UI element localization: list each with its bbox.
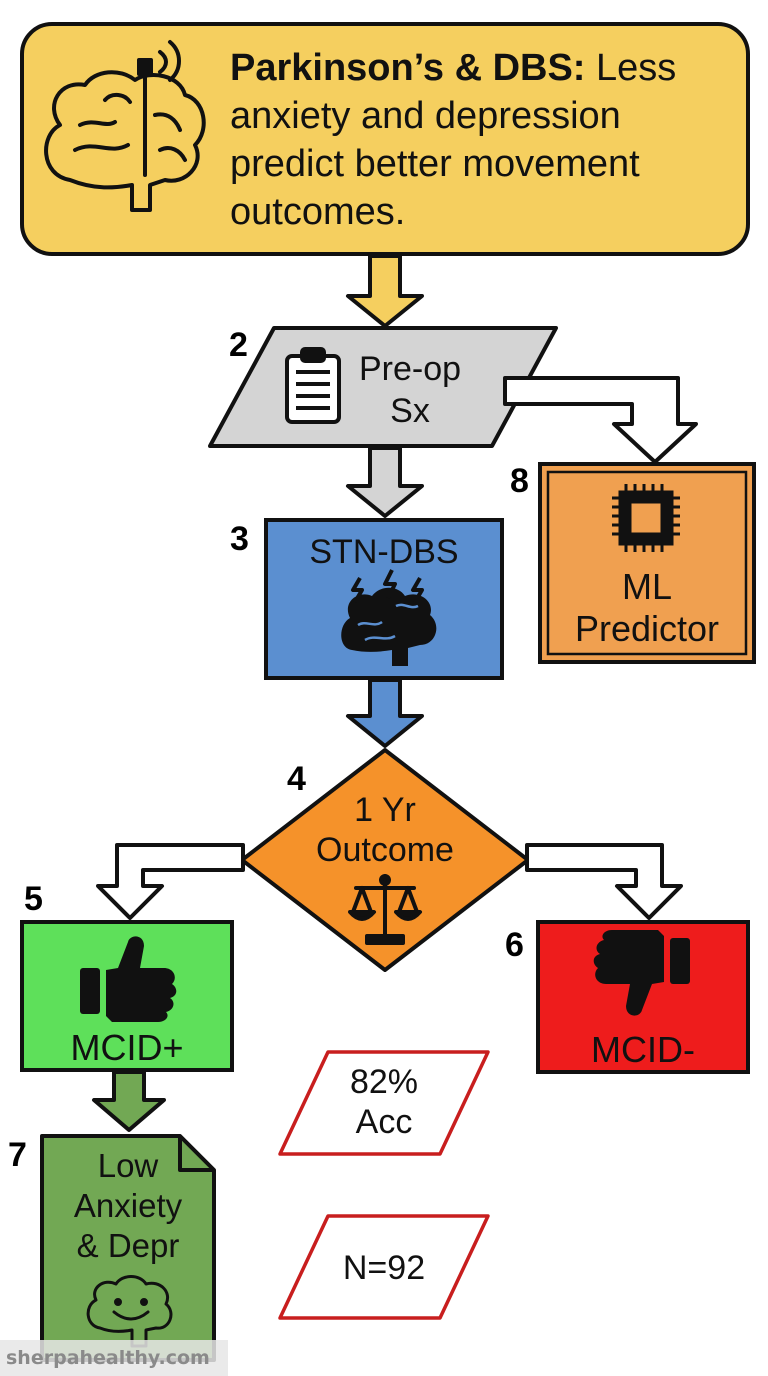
- accuracy-value: 82%: [349, 1063, 419, 1101]
- microchip-icon: [612, 484, 680, 552]
- mcid-minus-label: MCID-: [591, 1029, 695, 1070]
- arrow-outcome-to-mcid-minus: [525, 843, 683, 920]
- ml-predictor-label: ML Predictor: [540, 566, 754, 650]
- stn-dbs-label: STN-DBS: [309, 533, 459, 571]
- step-number-7: 7: [8, 1136, 27, 1174]
- outcome-node: [240, 748, 530, 972]
- arrow-preop-to-ml: [503, 376, 698, 464]
- clipboard-icon: [285, 347, 341, 424]
- arrow-mcid-plus-to-low-anxiety: [92, 1070, 166, 1132]
- step-number-4: 4: [287, 760, 306, 798]
- arrow-stn-to-outcome: [346, 678, 424, 748]
- outcome-label: 1 Yr Outcome: [285, 790, 485, 870]
- accuracy-label: 82% Acc: [302, 1062, 466, 1142]
- ml-predictor-inner-border: [546, 470, 748, 656]
- sample-size-label: N=92: [342, 1249, 426, 1287]
- preop-label-line2: Sx: [390, 392, 430, 430]
- outcome-label-line1: 1 Yr: [354, 791, 416, 829]
- step-number-5: 5: [24, 880, 43, 918]
- mcid-plus-label: MCID+: [70, 1027, 184, 1068]
- arrow-preop-to-stn: [346, 446, 424, 518]
- watermark: sherpahealthy.com: [0, 1340, 228, 1376]
- thumbs-up-icon: [80, 936, 177, 1022]
- accuracy-box: [278, 1050, 490, 1156]
- low-anxiety-label-line3: & Depr: [76, 1227, 180, 1264]
- brain-electrode-icon: [44, 40, 206, 212]
- brain-stimulation-icon: [341, 569, 437, 666]
- low-anxiety-label: Low Anxiety & Depr: [42, 1146, 214, 1266]
- low-anxiety-label-line2: Anxiety: [73, 1187, 183, 1224]
- preop-label: Pre-op Sx: [340, 348, 480, 432]
- document-fold: [178, 1136, 214, 1172]
- sample-size-box: [278, 1214, 490, 1320]
- preop-label-line1: Pre-op: [358, 350, 462, 388]
- step-number-3: 3: [230, 520, 249, 558]
- step-number-2: 2: [229, 326, 248, 364]
- ml-predictor-label-line2: Predictor: [574, 608, 720, 649]
- header-title: Parkinson’s & DBS: Less anxiety and depr…: [230, 44, 730, 236]
- balance-scale-icon: [348, 874, 422, 945]
- low-anxiety-node: [40, 1134, 216, 1362]
- header-title-rest: Less anxiety and depression predict bett…: [230, 47, 677, 233]
- low-anxiety-label-line1: Low: [97, 1147, 159, 1184]
- thumbs-down-icon: [593, 930, 690, 1016]
- outcome-label-line2: Outcome: [316, 831, 454, 869]
- accuracy-caption: Acc: [355, 1103, 413, 1141]
- step-number-8: 8: [510, 462, 529, 500]
- arrow-outcome-to-mcid-plus: [96, 843, 245, 920]
- ml-predictor-label-line1: ML: [621, 566, 672, 607]
- arrow-header-to-preop: [346, 254, 424, 328]
- step-number-6: 6: [505, 926, 524, 964]
- header-title-bold: Parkinson’s & DBS:: [230, 47, 586, 89]
